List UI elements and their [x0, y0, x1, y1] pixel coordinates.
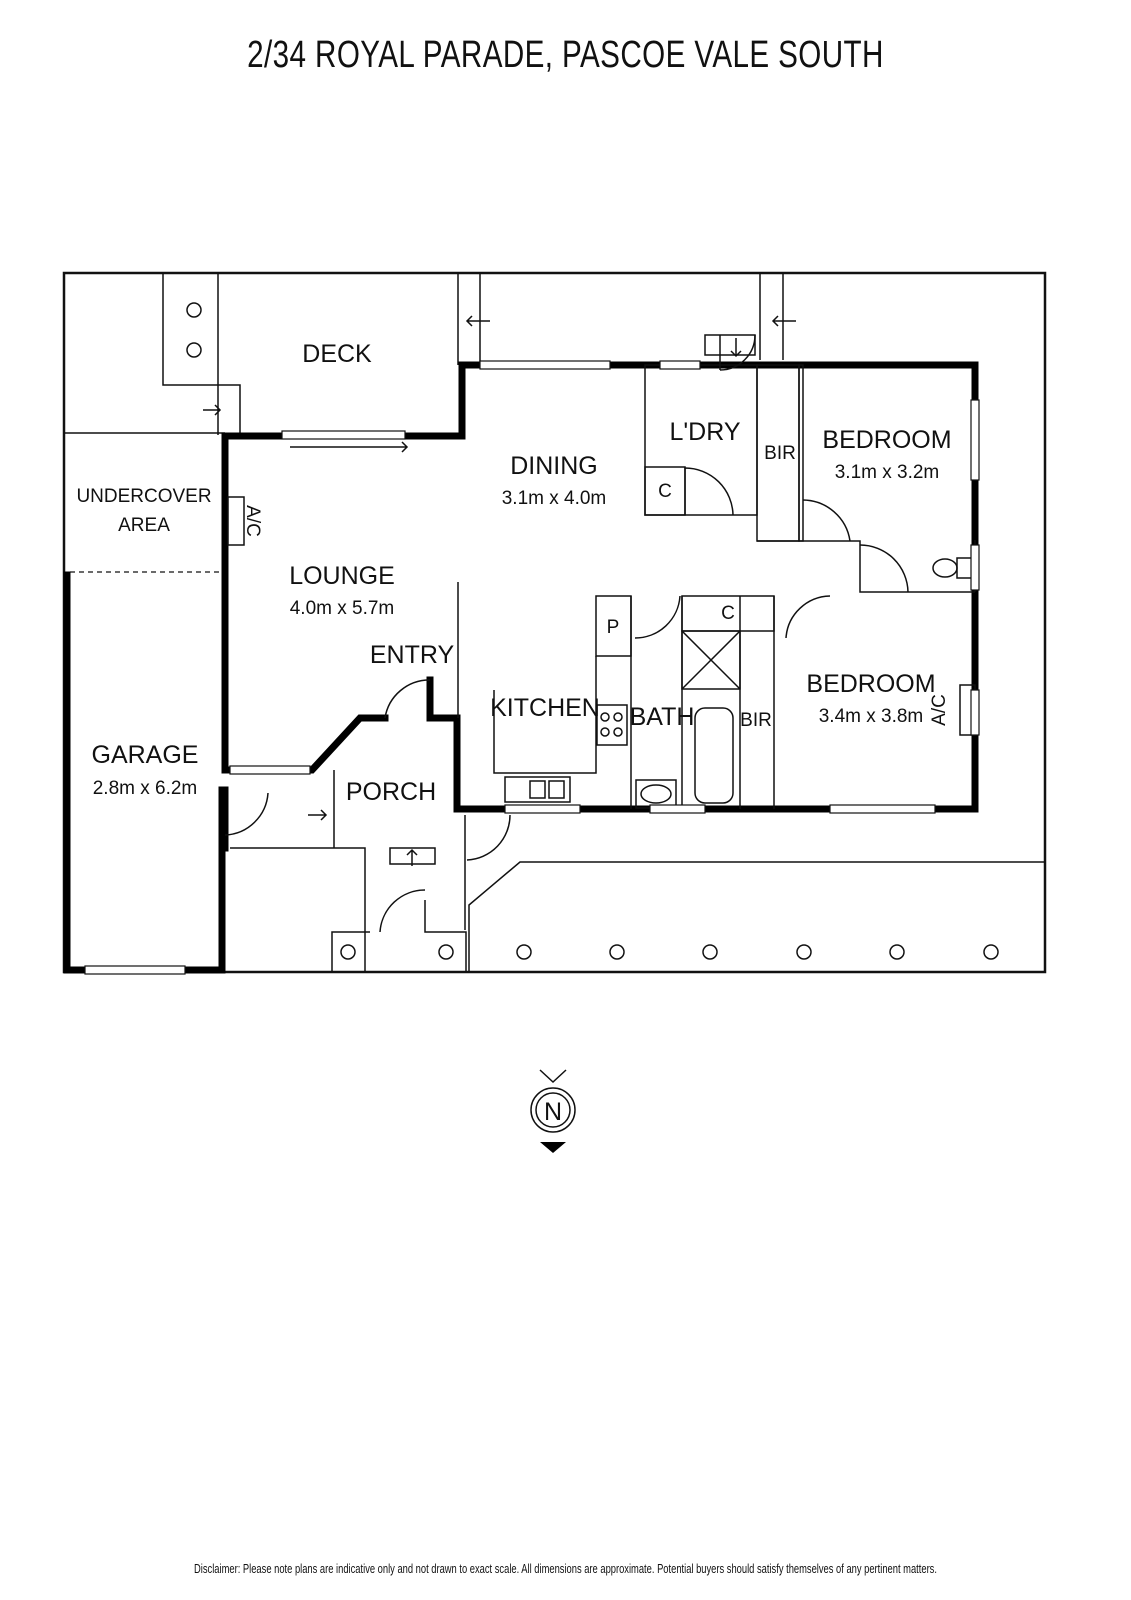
entry-label: ENTRY — [370, 641, 455, 669]
planter-circles — [186, 302, 999, 960]
kitchen-label: KITCHEN — [490, 694, 600, 722]
pantry-label: P — [607, 617, 620, 638]
garage-dims: 2.8m x 6.2m — [93, 778, 198, 799]
bedroom2-dims: 3.4m x 3.8m — [819, 706, 924, 727]
disclaimer: Disclaimer: Please note plans are indica… — [194, 1561, 937, 1576]
undercover-label-1: UNDERCOVER — [76, 486, 211, 507]
garage-label: GARAGE — [92, 741, 199, 769]
internal-walls — [224, 334, 976, 933]
north-compass-icon: N — [530, 1069, 576, 1153]
lounge-ac-label: A/C — [242, 505, 263, 537]
deck-label: DECK — [302, 340, 372, 368]
bath-label: BATH — [630, 703, 695, 731]
dining-label: DINING — [510, 452, 598, 480]
linen-cupboard-label: C — [721, 603, 735, 624]
door-arrows — [203, 315, 796, 866]
laundry-cupboard-label: C — [658, 481, 672, 502]
floorplan-title: 2/34 ROYAL PARADE, PASCOE VALE SOUTH — [247, 34, 884, 76]
bedroom2-bir-label: BIR — [740, 710, 772, 731]
bedroom1-label: BEDROOM — [822, 426, 951, 454]
compass-letter: N — [544, 1098, 562, 1126]
lounge-dims: 4.0m x 5.7m — [290, 598, 395, 619]
bedroom1-bir-label: BIR — [764, 443, 796, 464]
bedroom1-dims: 3.1m x 3.2m — [835, 462, 940, 483]
porch-label: PORCH — [346, 778, 436, 806]
laundry-label: L'DRY — [669, 418, 740, 446]
lounge-label: LOUNGE — [289, 562, 395, 590]
bedroom2-label: BEDROOM — [806, 670, 935, 698]
undercover-label-2: AREA — [118, 515, 170, 536]
outdoor-lines — [64, 273, 1045, 972]
dining-dims: 3.1m x 4.0m — [502, 488, 607, 509]
bedroom2-ac-label: A/C — [929, 694, 950, 726]
windows — [84, 360, 980, 975]
site-boundary — [62, 271, 1047, 974]
